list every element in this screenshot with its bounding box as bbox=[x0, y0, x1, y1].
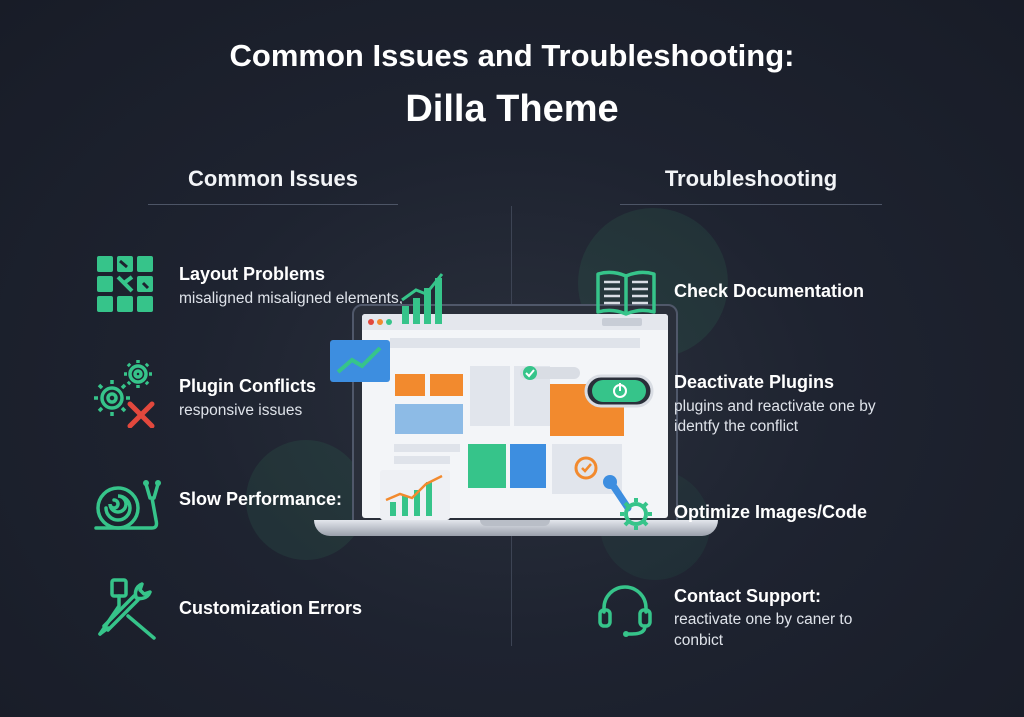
left-heading-rule bbox=[148, 204, 398, 205]
solution-title: Contact Support: bbox=[674, 586, 821, 606]
solution-description: conbict bbox=[674, 632, 724, 649]
issue-title: Plugin Conflicts bbox=[179, 376, 316, 396]
issue-title: Slow Performance: bbox=[179, 489, 343, 509]
laptop-base bbox=[314, 520, 718, 536]
snail-icon bbox=[90, 478, 162, 534]
open-book-icon bbox=[594, 268, 658, 318]
issue-description: responsive issues bbox=[179, 402, 303, 419]
solution-description: identfy the conflict bbox=[674, 418, 799, 435]
solution-title: Optimize Images/Code bbox=[674, 502, 868, 522]
solution-description: reactivate one by caner to bbox=[674, 611, 853, 628]
solution-description: plugins and reactivate one by bbox=[674, 398, 876, 415]
issue-description: misaligned misaligned elements, bbox=[179, 290, 404, 307]
issue-title: Customization Errors bbox=[179, 598, 363, 618]
trend-card-icon bbox=[330, 340, 390, 382]
check-badge-icon bbox=[520, 364, 580, 382]
page-title-line2: Dilla Theme bbox=[405, 88, 619, 130]
page-title-line1: Common Issues and Troubleshooting: bbox=[229, 38, 795, 73]
tools-icon bbox=[94, 578, 160, 640]
bar-chart-icon bbox=[398, 270, 448, 326]
toggle-power-icon bbox=[584, 374, 654, 408]
common-issues-heading: Common Issues bbox=[188, 166, 358, 191]
optimize-gear-icon bbox=[566, 448, 656, 532]
growth-chart-icon bbox=[380, 470, 450, 520]
gear-conflict-icon bbox=[90, 356, 160, 428]
bg-circle bbox=[246, 440, 366, 560]
solution-title: Check Documentation bbox=[674, 281, 865, 301]
laptop-base-notch bbox=[480, 520, 550, 526]
headset-icon bbox=[596, 582, 654, 638]
issue-title: Layout Problems bbox=[179, 264, 326, 284]
troubleshooting-heading: Troubleshooting bbox=[664, 166, 838, 191]
right-heading-rule bbox=[620, 204, 882, 205]
layout-grid-icon bbox=[96, 255, 156, 313]
solution-title: Deactivate Plugins bbox=[674, 372, 835, 392]
